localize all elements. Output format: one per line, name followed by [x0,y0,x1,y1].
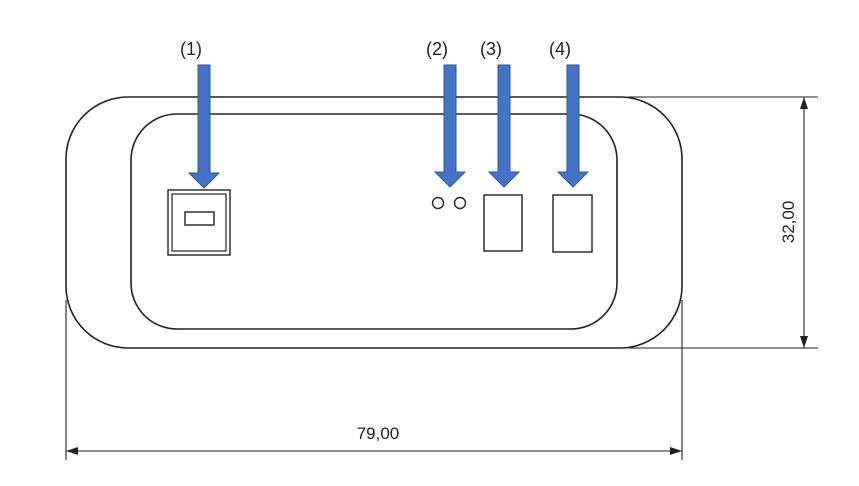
callout-label-2: (2) [426,39,448,59]
button-4 [552,194,593,253]
arrow-down-icon [433,64,467,188]
button-3 [483,194,523,252]
led-indicator [431,196,445,210]
callout-label-4: (4) [549,39,571,59]
arrow-down-icon [187,64,221,189]
led-indicator [453,196,467,210]
outer-housing [65,96,683,349]
callout-label-1: (1) [180,39,202,59]
arrow-down-icon [487,64,521,188]
callout-label-3: (3) [480,39,502,59]
arrow-down-icon [556,64,590,188]
width-dimension-label: 79,00 [357,424,400,443]
height-dimension [628,96,818,349]
height-dimension-label: 32,00 [779,201,798,244]
inner-panel [130,113,618,330]
width-dimension [65,300,683,460]
usb-port [167,189,231,256]
